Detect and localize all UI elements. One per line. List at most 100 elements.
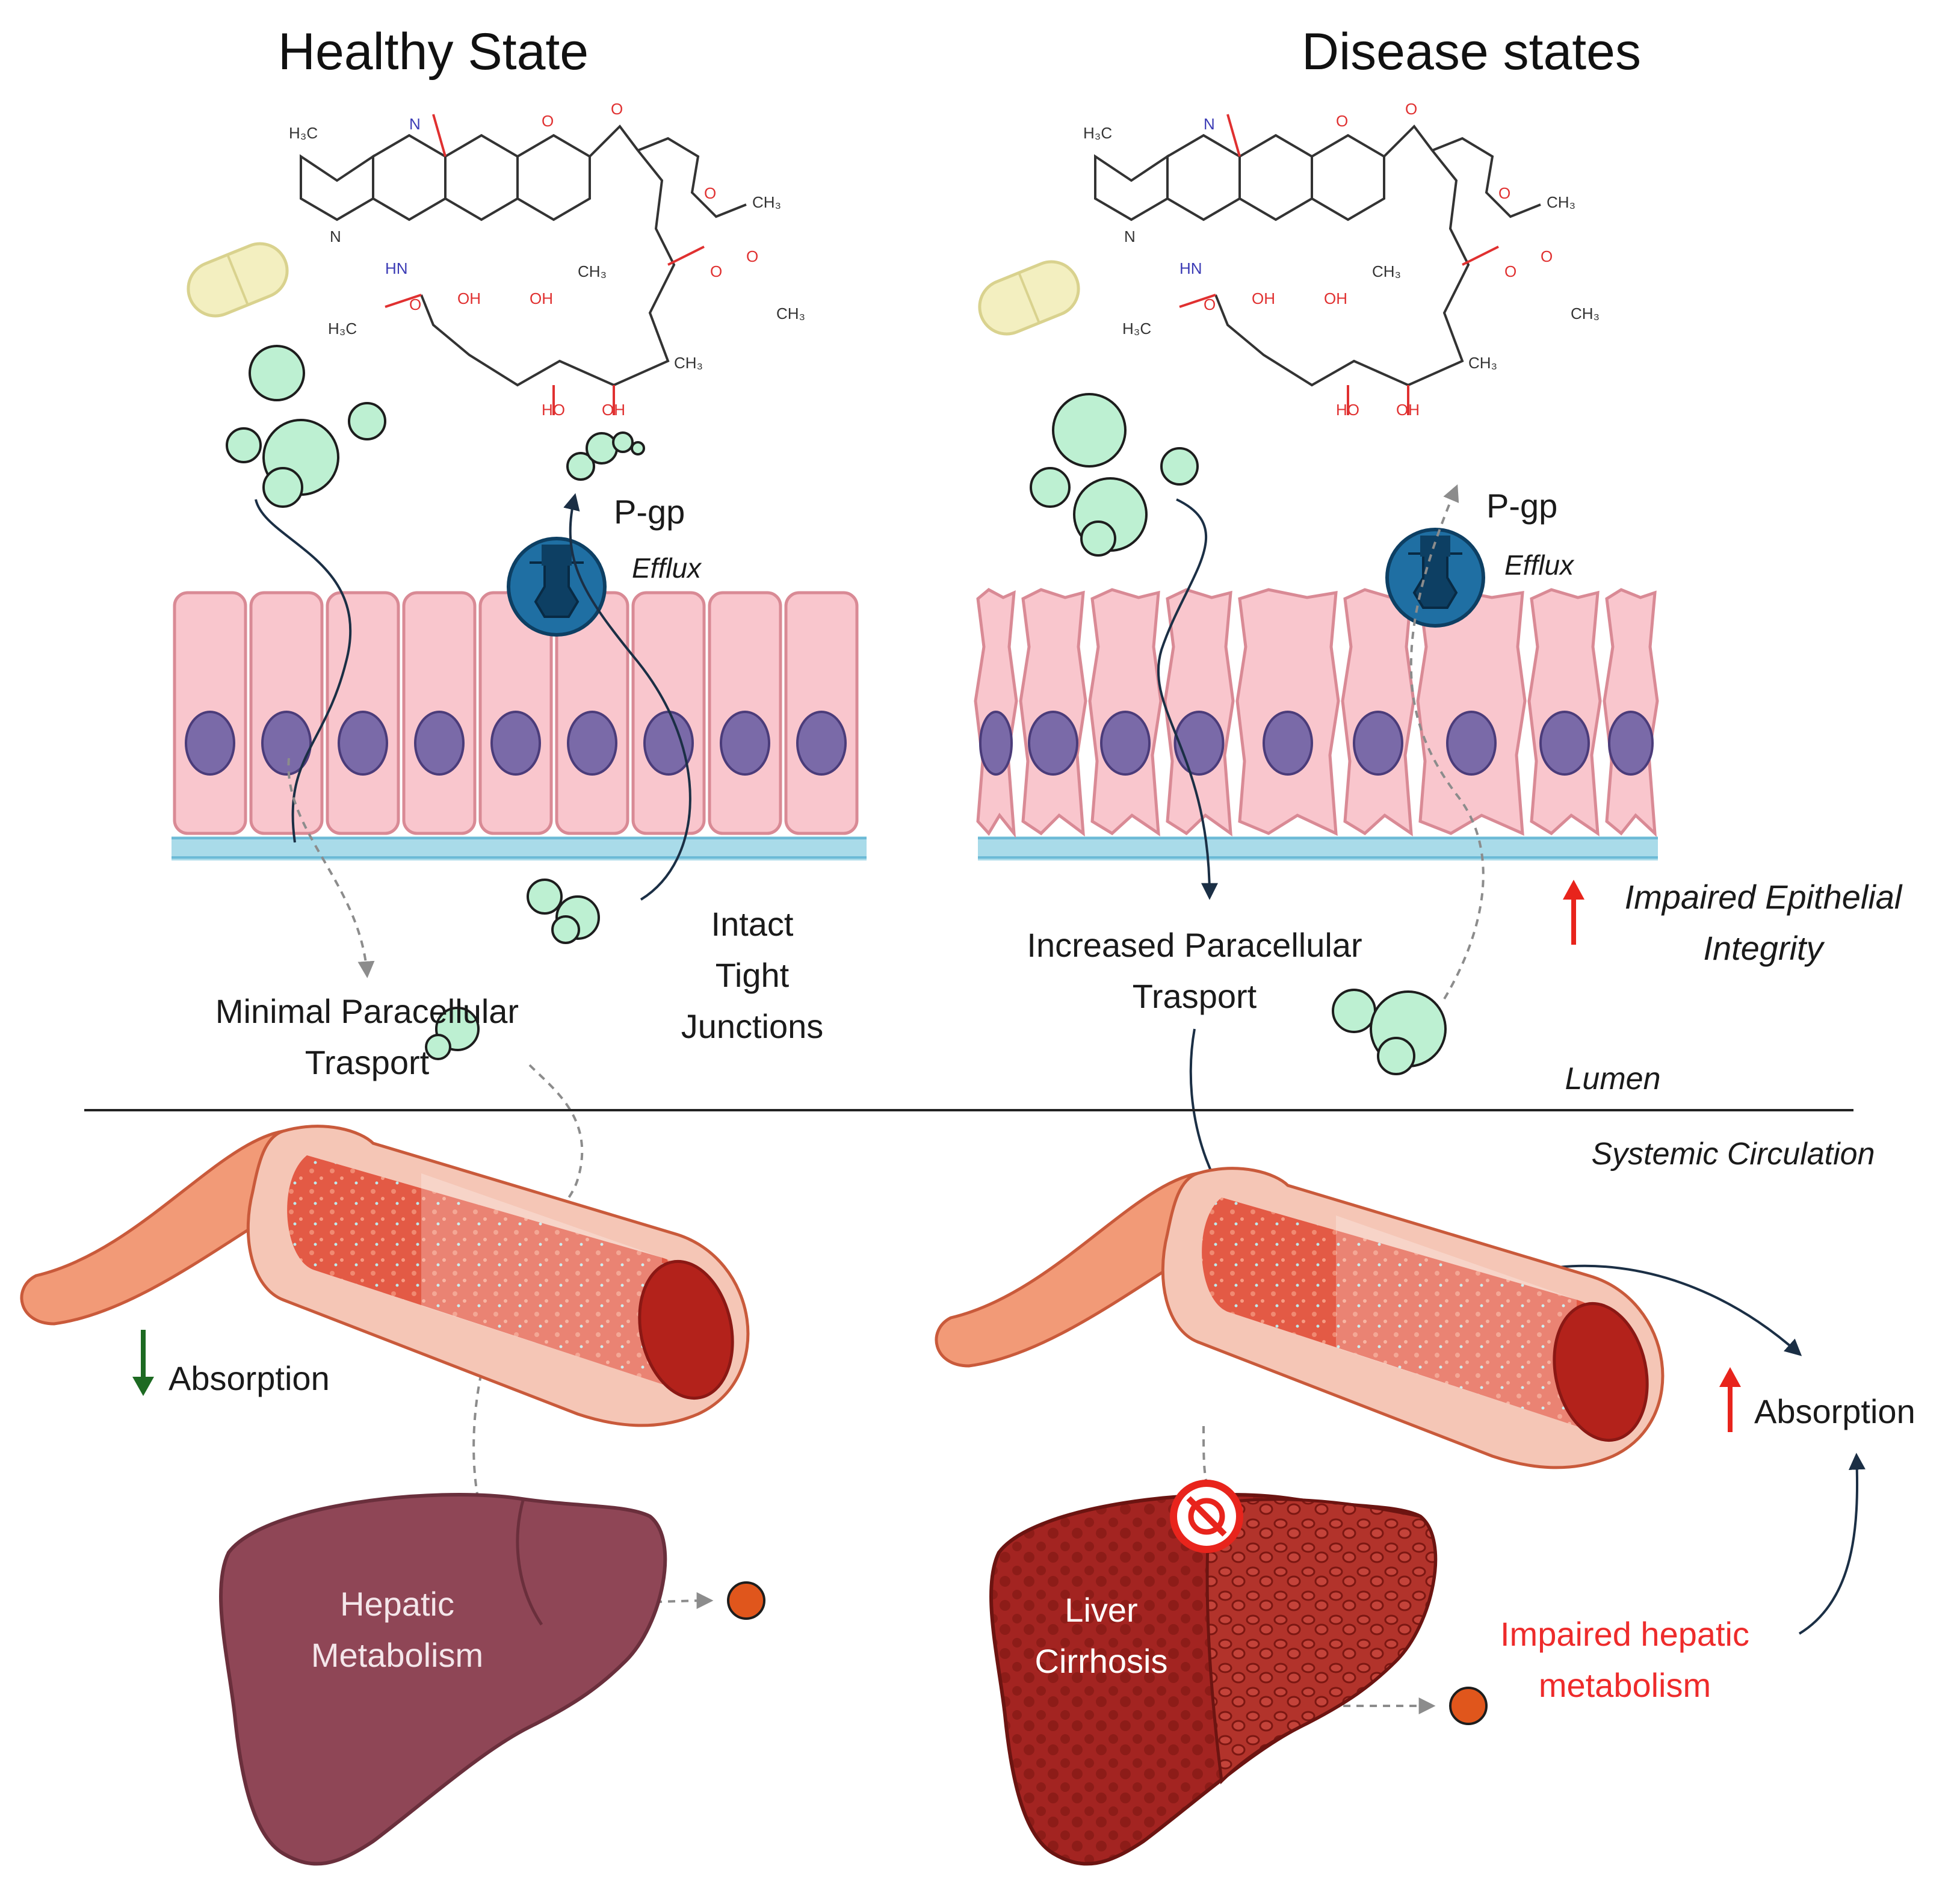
svg-text:CH₃: CH₃ [578, 262, 607, 280]
integrity-label-2: Integrity [1703, 929, 1825, 967]
cell-nucleus [643, 711, 694, 776]
svg-text:CH₃: CH₃ [1468, 354, 1497, 372]
svg-text:N: N [1124, 227, 1136, 246]
svg-text:O: O [1504, 262, 1516, 280]
liver-label-disease-1: Liver [1065, 1591, 1137, 1629]
lumen-label: Lumen [1565, 1061, 1661, 1096]
svg-text:OH: OH [530, 289, 553, 307]
healthy-to-vessel-dashed-arrow [490, 1064, 584, 1259]
no-entry-icon [1170, 1480, 1243, 1553]
paracellular-label-healthy-1: Minimal Paracellular [215, 992, 519, 1030]
blood-vessel-healthy [20, 1125, 750, 1427]
disease-efflux-dashed [1409, 484, 1485, 1000]
svg-text:CH₃: CH₃ [776, 304, 805, 323]
cell-nucleus [1263, 711, 1313, 776]
impaired-metabolism-label-2: metabolism [1539, 1666, 1711, 1704]
disease-panel-title: Disease states [1302, 23, 1641, 81]
systemic-circulation-label: Systemic Circulation [1591, 1137, 1875, 1172]
svg-text:O: O [1336, 112, 1348, 130]
absorption-up-arrow-disease [1719, 1367, 1741, 1432]
svg-text:O: O [409, 295, 421, 313]
svg-text:OH: OH [1252, 289, 1275, 307]
svg-text:HN: HN [385, 259, 408, 277]
svg-text:H₃C: H₃C [289, 124, 318, 142]
svg-text:O: O [746, 247, 758, 265]
cell-nucleus [338, 711, 388, 776]
healthy-paracellular-dashed-arrow [287, 758, 375, 978]
liver-label-healthy-1: Hepatic [340, 1585, 454, 1623]
cirrhotic-liver [989, 1493, 1438, 1866]
cell-nucleus [1608, 711, 1654, 776]
svg-text:CH₃: CH₃ [674, 354, 703, 372]
cell-nucleus [414, 711, 465, 776]
pgp-label-disease: P-gp [1486, 487, 1557, 525]
blood-vessel-disease [935, 1167, 1665, 1469]
metabolite-dot-disease [1449, 1687, 1488, 1725]
svg-text:O: O [611, 100, 623, 118]
healthy-panel-title: Healthy State [278, 23, 589, 81]
svg-text:HO: HO [1336, 401, 1359, 419]
absorption-label-disease: Absorption [1754, 1392, 1915, 1430]
svg-text:CH₃: CH₃ [752, 193, 781, 211]
svg-text:CH₃: CH₃ [1547, 193, 1575, 211]
svg-text:HN: HN [1179, 259, 1202, 277]
disease-paracellular-arrow [1157, 498, 1218, 900]
svg-text:N: N [330, 227, 341, 246]
svg-text:H₃C: H₃C [328, 320, 357, 338]
liver-label-disease-2: Cirrhosis [1035, 1642, 1168, 1680]
disease-epithelium [974, 587, 1659, 860]
drug-molecule-structure-right [1094, 114, 1541, 415]
metabolite-dot-healthy [727, 1581, 765, 1620]
pgp-transporter-healthy [507, 537, 607, 637]
efflux-label-disease: Efflux [1504, 549, 1575, 581]
integrity-up-arrow [1563, 880, 1584, 945]
svg-text:H₃C: H₃C [1122, 320, 1151, 338]
impaired-metabolism-label-1: Impaired hepatic [1500, 1615, 1749, 1653]
svg-text:H₃C: H₃C [1083, 124, 1112, 142]
svg-text:N: N [409, 115, 421, 133]
pgp-label-healthy: P-gp [614, 493, 685, 531]
healthy-efflux-arrow [563, 493, 691, 901]
svg-text:CH₃: CH₃ [1571, 304, 1600, 323]
molecule-atom-labels-left: H₃C N N O O O CH₃ HN O OH OH CH₃ O O CH₃… [289, 100, 805, 419]
disease-liver-absorption-arrow [1798, 1453, 1866, 1635]
healthy-drug-path-arrow [255, 499, 352, 843]
svg-text:O: O [1498, 184, 1510, 202]
cell-nucleus [1173, 711, 1225, 776]
cell-nucleus [1353, 711, 1403, 776]
absorption-down-arrow-healthy [132, 1330, 154, 1396]
cell-nucleus [567, 711, 617, 776]
cell-nucleus [1028, 711, 1078, 776]
svg-text:HO: HO [542, 401, 565, 419]
cell-nucleus [261, 711, 312, 776]
paracellular-label-disease-1: Increased Paracellular [1027, 926, 1362, 964]
healthy-epithelium [172, 591, 867, 860]
svg-text:OH: OH [457, 289, 481, 307]
molecule-atom-labels-right: H₃C N N O O O CH₃ HN O OH OH CH₃ O O CH₃… [1083, 100, 1600, 419]
svg-text:O: O [710, 262, 722, 280]
paracellular-label-healthy-2: Trasport [305, 1043, 430, 1081]
svg-text:O: O [1541, 247, 1553, 265]
svg-text:N: N [1204, 115, 1215, 133]
absorption-label-healthy: Absorption [168, 1359, 330, 1397]
svg-text:O: O [704, 184, 716, 202]
svg-text:OH: OH [1324, 289, 1347, 307]
svg-text:CH₃: CH₃ [1372, 262, 1401, 280]
cell-nucleus [1446, 711, 1497, 776]
svg-text:O: O [1204, 295, 1216, 313]
healthy-liver [219, 1493, 667, 1866]
liver-label-healthy-2: Metabolism [311, 1636, 483, 1674]
svg-text:OH: OH [1396, 401, 1420, 419]
svg-text:O: O [542, 112, 554, 130]
svg-text:OH: OH [602, 401, 625, 419]
cell-nucleus [185, 711, 235, 776]
junction-label-line3: Junctions [681, 1007, 824, 1045]
cell-nucleus [720, 711, 770, 776]
drug-molecule-structure-left [300, 114, 747, 415]
pill-tablet-right [978, 260, 1080, 336]
pill-tablet-left [187, 242, 289, 318]
pgp-transporter-disease [1385, 528, 1485, 628]
svg-text:O: O [1405, 100, 1417, 118]
